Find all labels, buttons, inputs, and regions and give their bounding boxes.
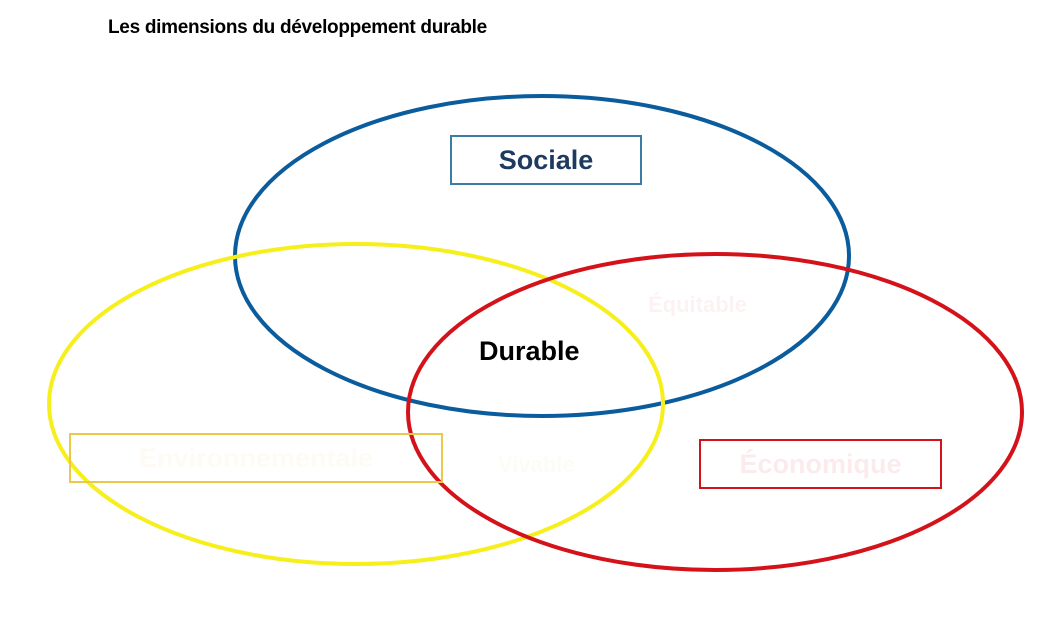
economic-ellipse [406, 252, 1024, 572]
sociale-box: Sociale [450, 135, 642, 185]
sociale-label: Sociale [498, 144, 594, 175]
vivable-label: Vivable [498, 452, 575, 477]
economique-label: Économique [739, 448, 902, 479]
environnementale-box: Environnementale [69, 433, 443, 483]
page-title: Les dimensions du développement durable [108, 17, 487, 38]
environnementale-label: Environnementale [138, 442, 374, 473]
equitable-label: Équitable [648, 292, 748, 317]
durable-label: Durable [479, 336, 580, 366]
economique-box: Économique [699, 439, 942, 489]
environmental-ellipse [47, 242, 665, 566]
